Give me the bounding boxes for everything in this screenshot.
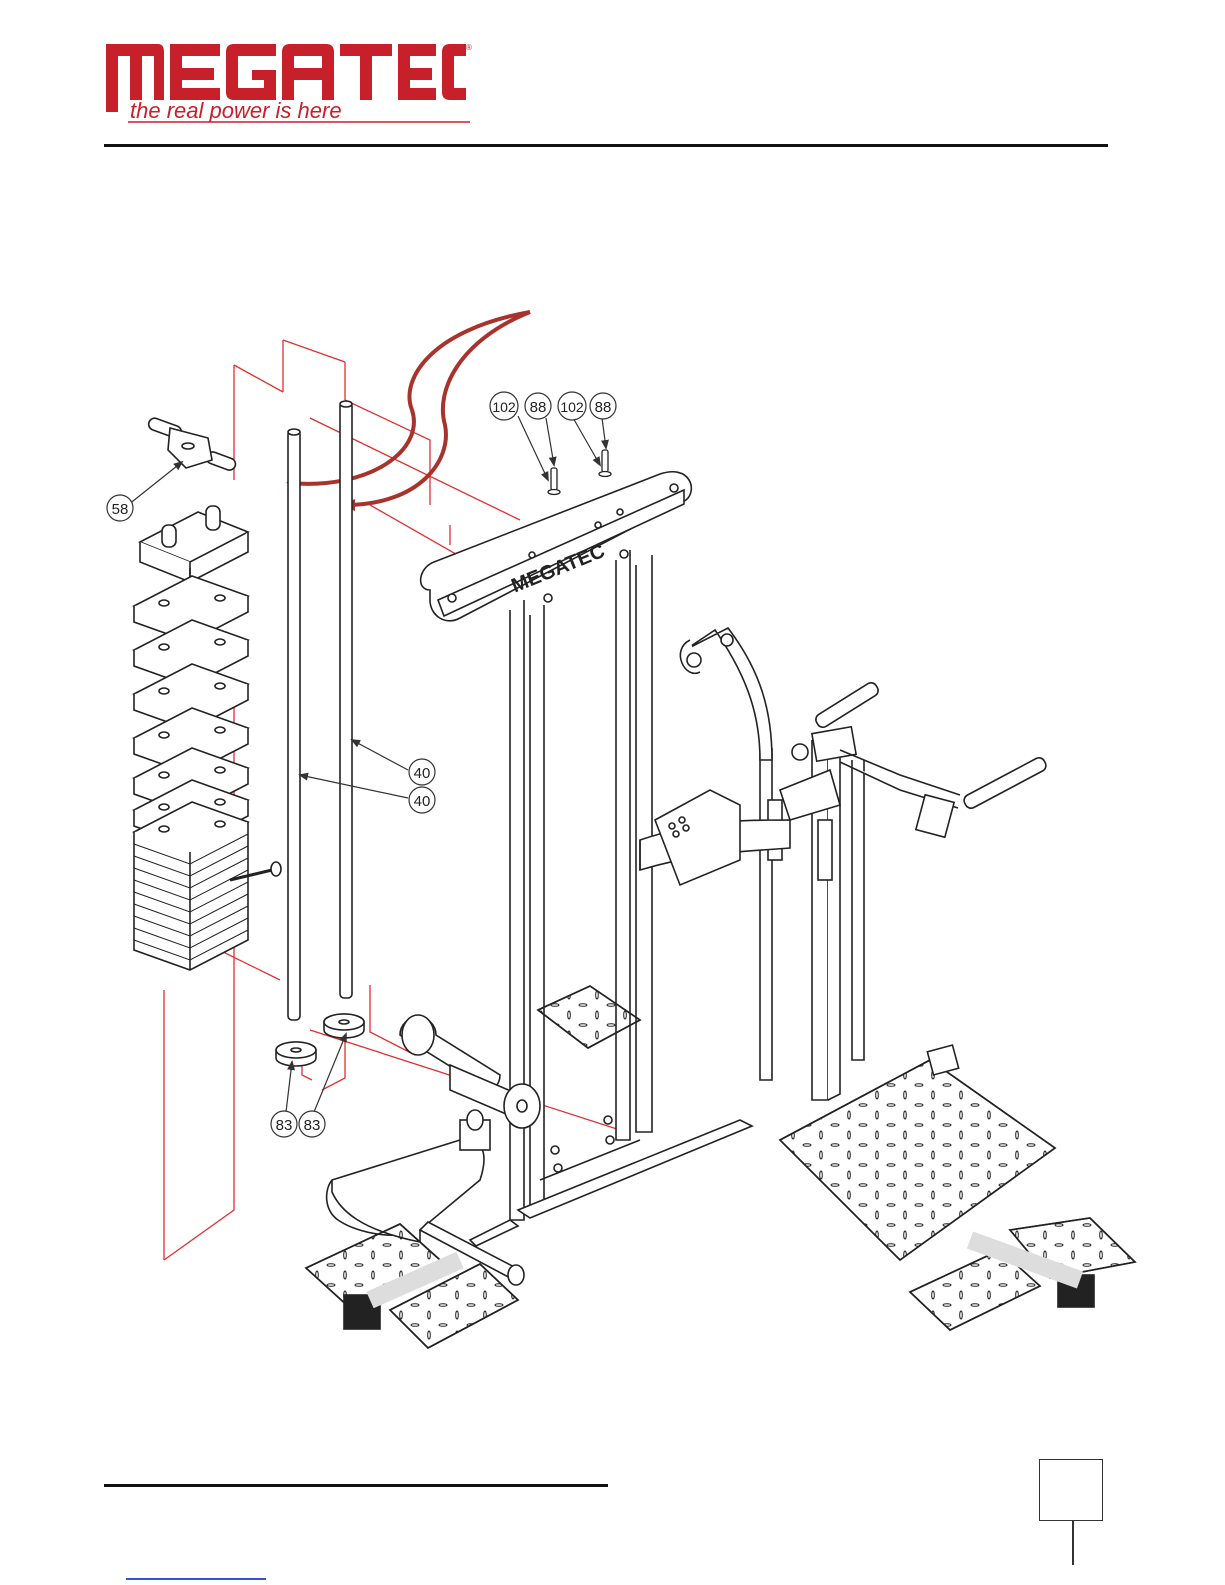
page-number-tick	[1072, 1521, 1074, 1565]
registered-mark: ®	[466, 43, 472, 52]
callout-83-right: 83	[299, 1111, 325, 1137]
hardware-bolts	[548, 450, 611, 495]
header-rule	[104, 144, 1108, 147]
callout-88-right: 88	[590, 393, 616, 419]
curved-arm	[680, 628, 772, 760]
callout-102-left: 102	[490, 392, 518, 420]
footer-link-underline[interactable]	[126, 1578, 266, 1580]
svg-text:40: 40	[414, 793, 431, 810]
machine-frame: MEGATEC	[306, 472, 1135, 1348]
callout-40-left-rod: 40	[409, 787, 435, 813]
guide-rod-right	[340, 402, 352, 998]
pivot-box	[655, 790, 740, 885]
callout-58: 58	[107, 495, 133, 521]
svg-text:88: 88	[595, 399, 612, 416]
stack-plates	[134, 576, 248, 970]
svg-text:40: 40	[414, 765, 431, 782]
assembly-drawing: MEGATEC	[100, 300, 1145, 1380]
megatec-logo: ® the real power is here	[104, 40, 474, 126]
callout-83-left: 83	[271, 1111, 297, 1137]
guide-rod-left	[288, 430, 300, 1020]
svg-text:102: 102	[560, 399, 584, 415]
svg-text:83: 83	[304, 1117, 321, 1134]
footer-rule	[104, 1484, 608, 1487]
logo-tagline: the real power is here	[130, 98, 342, 123]
left-foot-plates	[306, 1224, 518, 1348]
frame-upright-front-right	[616, 550, 630, 1140]
callout-88-left: 88	[525, 393, 551, 419]
seat-pad	[327, 1110, 490, 1242]
rod-bumpers	[276, 1014, 364, 1066]
svg-text:58: 58	[112, 501, 129, 518]
svg-text:88: 88	[530, 399, 547, 416]
base-rail-front	[518, 1120, 752, 1218]
weight-stack	[134, 417, 281, 970]
callout-102-right: 102	[558, 392, 586, 420]
stack-top-selector	[147, 417, 237, 472]
page-number-box	[1039, 1459, 1103, 1521]
svg-text:102: 102	[492, 399, 516, 415]
svg-text:83: 83	[276, 1117, 293, 1134]
guide-rods	[288, 401, 352, 1020]
right-foot-plates	[910, 1218, 1135, 1330]
callout-40-right-rod: 40	[409, 759, 435, 785]
